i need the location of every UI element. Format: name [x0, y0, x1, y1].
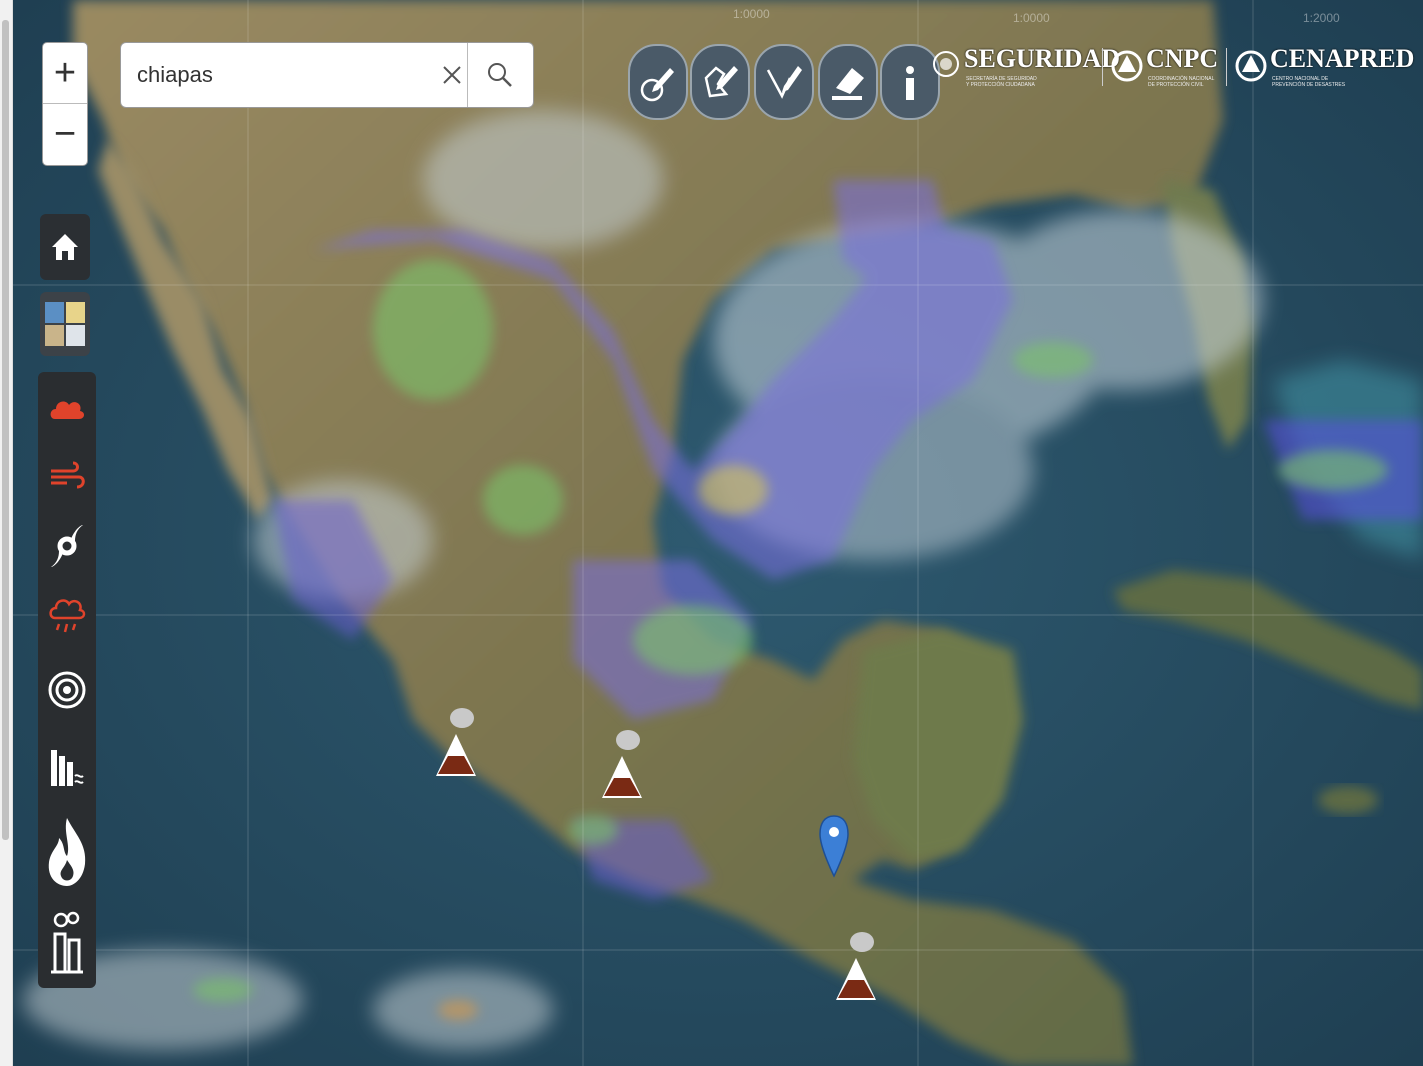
- mexico-seal-icon: [933, 51, 959, 77]
- search-button[interactable]: [468, 43, 532, 107]
- search-divider: [467, 43, 468, 107]
- home-icon: [52, 234, 78, 260]
- zoom-in-button[interactable]: +: [43, 43, 87, 104]
- seguridad-logo-text: SEGURIDAD: [964, 44, 1121, 73]
- volcano-icon: [836, 932, 876, 1000]
- map-canvas[interactable]: 1:0000 1:0000 1:2000: [13, 0, 1423, 1066]
- draw-polygon-icon: [704, 66, 738, 98]
- eraser-icon: [832, 68, 864, 100]
- location-pin[interactable]: [818, 814, 850, 883]
- logo-divider: [1226, 48, 1227, 86]
- info-button[interactable]: [880, 44, 940, 120]
- industry-icon: [51, 911, 83, 974]
- fire-layer-button[interactable]: [42, 812, 92, 892]
- draw-point-button[interactable]: [628, 44, 688, 120]
- hazard-layers-toolbar: [38, 372, 96, 988]
- search-icon: [488, 63, 512, 87]
- volcano-icon: [602, 730, 642, 798]
- draw-line-button[interactable]: [754, 44, 814, 120]
- zoom-control: + −: [42, 42, 88, 166]
- hurricane-icon: [51, 525, 83, 567]
- seismic-icon: [48, 671, 86, 709]
- draw-point-icon: [640, 68, 674, 102]
- info-icon: [906, 66, 914, 100]
- close-icon: [443, 66, 461, 84]
- volcano-marker[interactable]: [600, 726, 644, 807]
- search-box: [120, 42, 534, 108]
- volcano-marker[interactable]: [834, 928, 878, 1009]
- cenapred-emblem-icon: [1235, 50, 1267, 82]
- volcano-icon: [436, 708, 476, 776]
- volcano-marker[interactable]: [434, 704, 478, 785]
- cenapred-logo-text: CENAPRED: [1270, 44, 1415, 73]
- basemap-switcher-button[interactable]: [40, 292, 90, 356]
- cnpc-logo-text: CNPC: [1146, 44, 1219, 73]
- wind-icon: [51, 461, 85, 489]
- zoom-out-button[interactable]: −: [53, 112, 77, 155]
- wind-layer-button[interactable]: [42, 446, 92, 506]
- map-pin-icon: [819, 815, 849, 878]
- scrollbar-thumb[interactable]: [2, 20, 9, 840]
- cnpc-emblem-icon: [1111, 50, 1143, 82]
- tsunami-icon: [51, 750, 84, 786]
- rain-layer-button[interactable]: [42, 586, 92, 646]
- draw-polygon-button[interactable]: [690, 44, 750, 120]
- cloud-icon: [50, 401, 85, 419]
- search-input[interactable]: [135, 55, 439, 95]
- clear-search-button[interactable]: [437, 55, 467, 95]
- rain-icon: [49, 599, 86, 633]
- page-scrollbar[interactable]: [0, 0, 13, 1066]
- fire-icon: [48, 818, 86, 886]
- grid-label: 1:0000: [733, 7, 770, 21]
- satellite-basemap: 1:0000 1:0000 1:2000: [13, 0, 1423, 1066]
- home-button[interactable]: [40, 214, 90, 280]
- logo-divider: [1102, 48, 1103, 86]
- tsunami-layer-button[interactable]: [42, 738, 92, 798]
- hurricane-layer-button[interactable]: [42, 516, 92, 576]
- cloud-layer-button[interactable]: [42, 378, 92, 438]
- basemap-icon: [45, 302, 85, 346]
- grid-label: 1:2000: [1303, 11, 1340, 25]
- seismic-layer-button[interactable]: [42, 660, 92, 720]
- draw-line-icon: [766, 66, 802, 99]
- eraser-button[interactable]: [818, 44, 878, 120]
- industrial-layer-button[interactable]: [42, 906, 92, 980]
- grid-label: 1:0000: [1013, 11, 1050, 25]
